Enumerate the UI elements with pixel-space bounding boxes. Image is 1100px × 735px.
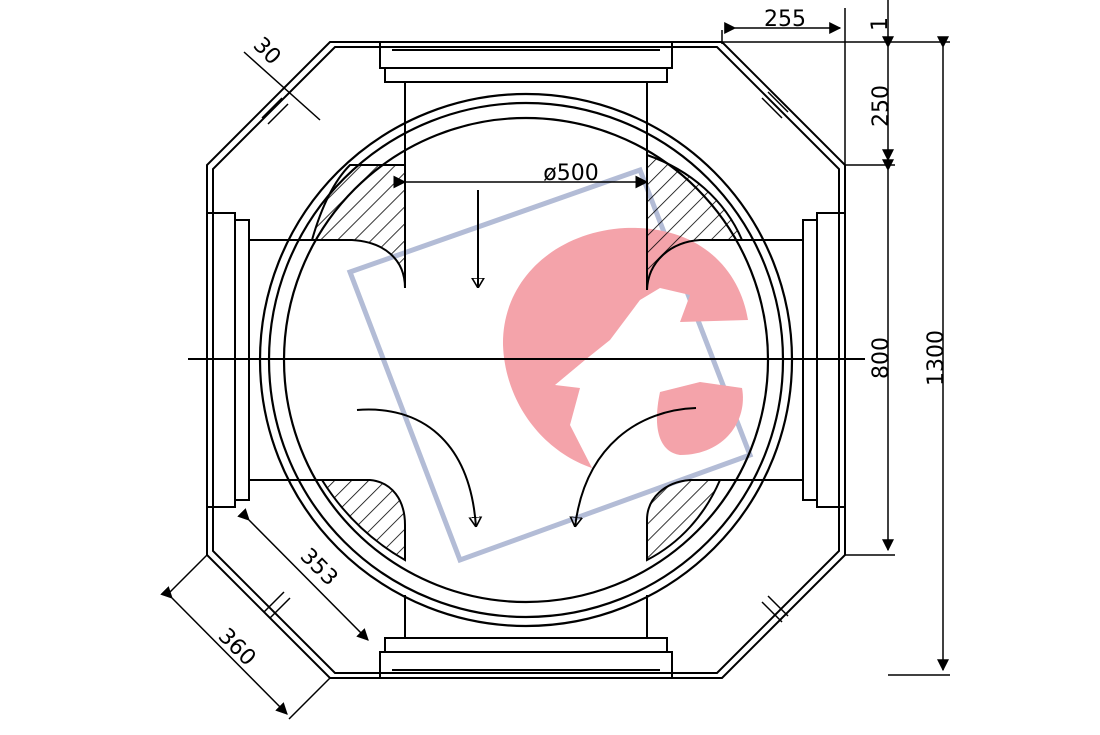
mid-height-label: 800: [869, 337, 894, 379]
flow-arrows: [356, 190, 697, 527]
wall-label: 30: [248, 33, 285, 70]
chamfer-label: 250: [869, 85, 894, 127]
dim-mid-height: 800: [845, 159, 895, 556]
dim-top-width: 255: [721, 7, 846, 165]
watermark-logo: [346, 166, 754, 564]
inner-diag-label: 353: [295, 544, 342, 591]
bottom-flange: [379, 637, 673, 679]
dim-inner-diag: 353: [237, 508, 369, 641]
top-width-label: 255: [764, 7, 806, 32]
hatch-top-left: [310, 164, 406, 289]
dim-total-height: 1300: [888, 36, 950, 676]
outer-diag-label: 360: [213, 624, 260, 671]
dim-wall: 30: [243, 33, 321, 121]
logo-red-mark-2: [656, 382, 743, 455]
hatch-top-right: [646, 153, 744, 291]
diameter-label: ø500: [543, 161, 598, 186]
dim-chamfer: 250: [722, 36, 950, 166]
hatch-bottom-right: [646, 479, 722, 562]
diameter-dimension: ø500: [393, 161, 649, 189]
dim-top-gap: 1: [868, 0, 893, 42]
top-flange: [379, 41, 673, 83]
total-height-label: 1300: [924, 330, 949, 386]
dim-outer-diag: 360: [160, 554, 331, 720]
top-gap-label: 1: [868, 17, 893, 31]
logo-red-mark: [502, 227, 748, 468]
logo-frame: [346, 166, 754, 564]
hatch-bottom-left: [320, 479, 406, 562]
